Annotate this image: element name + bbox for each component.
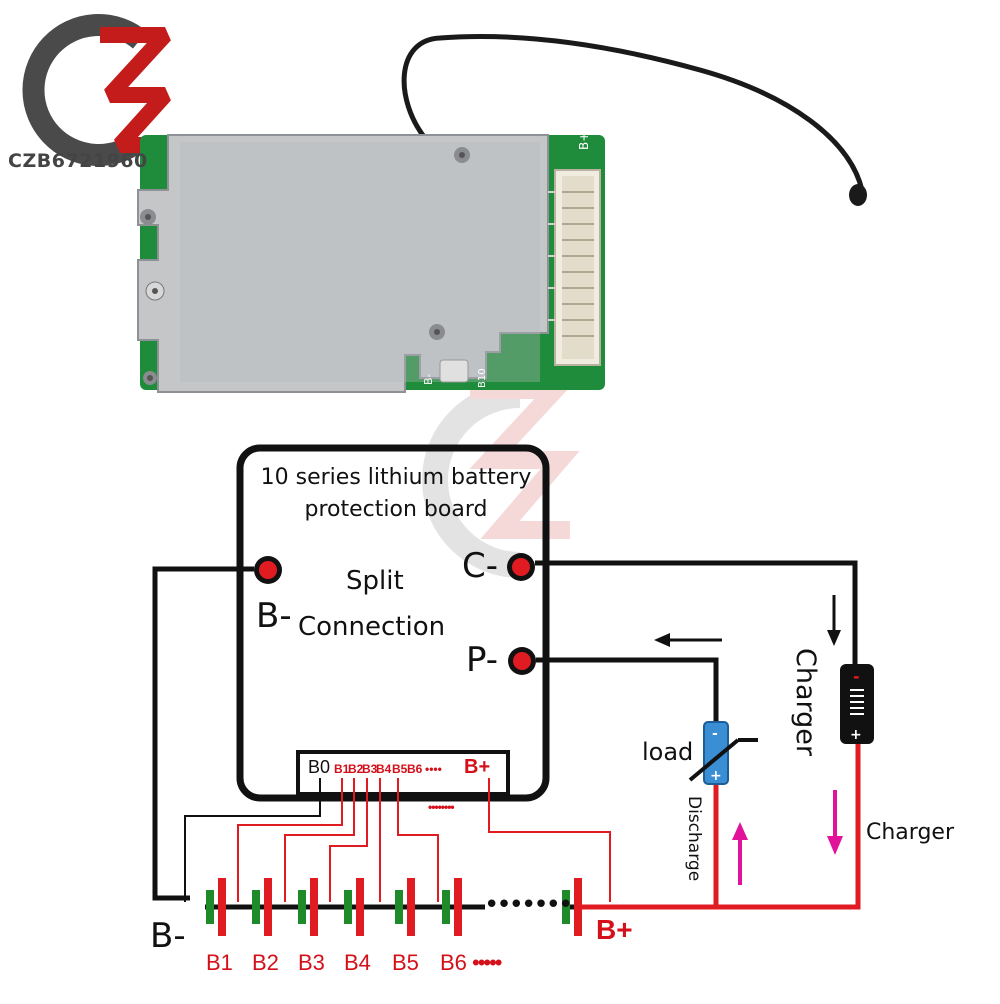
cell-b6 bbox=[442, 878, 462, 936]
board-title-line1: 10 series lithium battery bbox=[260, 465, 532, 490]
terminal-c-minus-label: C- bbox=[462, 546, 499, 586]
balance-connector-box bbox=[296, 750, 510, 796]
terminal-p-minus-dot bbox=[508, 647, 536, 675]
pack-dots: ••••••• bbox=[484, 890, 573, 920]
cell-label-b5: B5 bbox=[392, 950, 419, 975]
pin-more: •••• bbox=[425, 762, 442, 776]
board-title: 10 series lithium battery protection boa… bbox=[248, 462, 544, 526]
cell-last bbox=[562, 878, 582, 936]
thermistor-probe bbox=[849, 184, 867, 206]
cell-b5 bbox=[395, 878, 415, 936]
load-minus: - bbox=[712, 726, 718, 742]
load-plus: + bbox=[710, 768, 722, 784]
discharge-flow-arrow bbox=[654, 633, 722, 647]
cell-b4 bbox=[344, 878, 364, 936]
terminal-b-minus-dot bbox=[254, 556, 282, 584]
cell-label-b3: B3 bbox=[298, 950, 325, 975]
pin-b5: B5 bbox=[392, 762, 408, 776]
cell-label-b6: B6 bbox=[440, 950, 467, 975]
discharge-up-arrow bbox=[732, 822, 748, 885]
load-symbol bbox=[688, 721, 758, 785]
pin-b2: B2 bbox=[348, 762, 364, 776]
pin-b-plus: B+ bbox=[464, 756, 491, 778]
charger-vertical-label: Charger bbox=[790, 648, 821, 756]
protection-board-box bbox=[236, 444, 550, 802]
charger-plus: + bbox=[850, 727, 862, 743]
pack-b-minus-label: B- bbox=[150, 916, 186, 956]
cell-label-b1: B1 bbox=[206, 950, 233, 975]
cell-b3 bbox=[298, 878, 318, 936]
charger-minus: - bbox=[853, 667, 860, 686]
charge-down-arrow-pink bbox=[827, 790, 843, 855]
pack-b-plus-label: B+ bbox=[596, 914, 633, 945]
charger-symbol bbox=[840, 664, 874, 744]
watermark-text: CZB6721960 bbox=[8, 150, 148, 172]
pin-b0: B0 bbox=[308, 757, 331, 777]
pin-b1: B1 bbox=[334, 762, 350, 776]
split-label: Split bbox=[346, 566, 404, 596]
cell-label-b4: B4 bbox=[344, 950, 371, 975]
b0-sense-wire bbox=[184, 778, 321, 902]
pin-b4: B4 bbox=[376, 762, 392, 776]
terminal-c-minus-dot bbox=[507, 553, 535, 581]
balance-wires bbox=[237, 778, 611, 902]
brand-logo bbox=[22, 14, 171, 166]
connector-dots: •••••••• bbox=[428, 800, 455, 814]
charge-down-arrow-black bbox=[827, 595, 841, 646]
cell-b1 bbox=[206, 878, 226, 936]
silk-b-minus: B- bbox=[422, 373, 435, 385]
board-title-line2: protection board bbox=[304, 497, 488, 522]
thermistor-wire bbox=[401, 34, 865, 193]
bms-board-photo: B+ B- B10 bbox=[137, 34, 867, 393]
load-label: load bbox=[642, 738, 694, 766]
silk-b-plus: B+ bbox=[577, 132, 591, 150]
cell-label-more: ••••• bbox=[472, 950, 502, 975]
terminal-b-minus-label: B- bbox=[256, 596, 292, 636]
pin-b3: B3 bbox=[362, 762, 378, 776]
discharge-label: Discharge bbox=[684, 796, 704, 882]
cell-b2 bbox=[252, 878, 272, 936]
charger-label: Charger bbox=[866, 820, 954, 845]
silk-b-ten: B10 bbox=[477, 368, 488, 388]
connection-label: Connection bbox=[298, 612, 446, 642]
terminal-p-minus-label: P- bbox=[466, 640, 499, 680]
pin-b6: B6 bbox=[407, 762, 423, 776]
cell-label-b2: B2 bbox=[252, 950, 279, 975]
black-wires bbox=[152, 560, 858, 901]
